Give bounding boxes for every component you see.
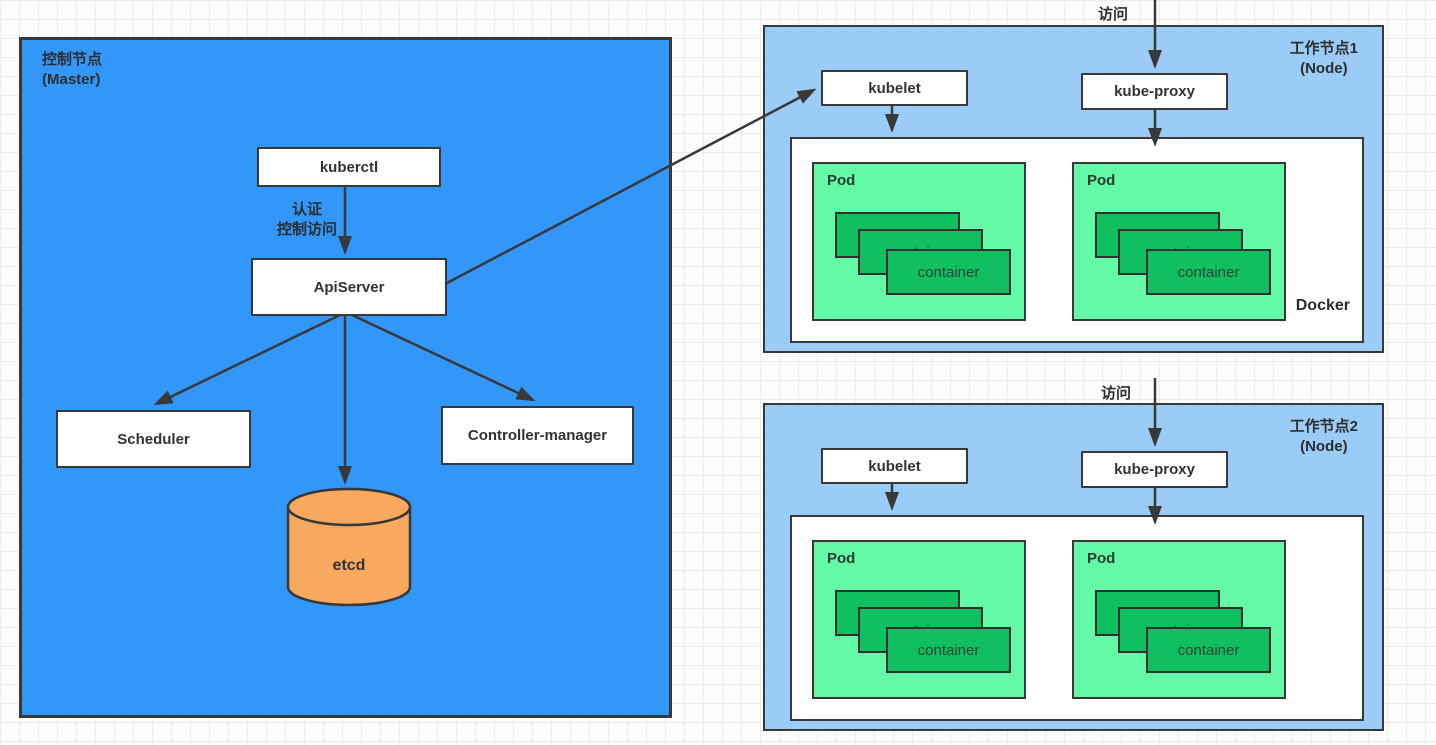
container-box: container: [1146, 249, 1271, 295]
worker-1-pod-2: Pod container container container: [1072, 162, 1286, 321]
master-title: 控制节点 (Master): [42, 50, 102, 89]
controller-manager-label: Controller-manager: [467, 427, 608, 444]
scheduler-label: Scheduler: [117, 430, 190, 448]
apiserver-node: ApiServer: [251, 258, 447, 316]
master-group: 控制节点 (Master) kuberctl 认证 控制访问 ApiServer…: [19, 37, 672, 718]
etcd-label: etcd: [332, 557, 366, 574]
worker-2-pod-2: Pod container container container: [1072, 540, 1286, 699]
container-box: container: [886, 627, 1011, 673]
container-box: container: [1146, 627, 1271, 673]
container-label: container: [1177, 641, 1240, 659]
worker-2-kubelet-node: kubelet: [821, 448, 968, 484]
worker-1-kube-proxy-label: kube-proxy: [1114, 83, 1195, 100]
container-label: container: [1177, 263, 1240, 281]
worker-2-pod-1-label: Pod: [827, 550, 856, 567]
worker-node-1-group: 工作节点1 (Node) kubelet kube-proxy Pod cont…: [763, 25, 1384, 353]
worker-1-pod-1-label: Pod: [827, 172, 856, 189]
worker-1-title-line1: 工作节点1: [1289, 40, 1358, 57]
worker-2-title: 工作节点2 (Node): [1290, 417, 1358, 456]
auth-edge-label: 认证 控制访问: [240, 200, 374, 241]
worker-1-title-line2: (Node): [1300, 59, 1348, 77]
container-label: container: [917, 263, 980, 281]
apiserver-label: ApiServer: [313, 278, 385, 296]
worker-2-docker-box: Pod container container container Pod co…: [790, 515, 1364, 721]
kuberctl-node: kuberctl: [257, 147, 441, 187]
worker-2-title-line2: (Node): [1300, 437, 1348, 455]
auth-edge-label-line1: 认证: [291, 201, 322, 218]
master-title-line2: (Master): [42, 70, 101, 88]
worker-1-title: 工作节点1 (Node): [1290, 39, 1358, 78]
worker-1-kubelet-node: kubelet: [821, 70, 968, 106]
worker-node-2-group: 工作节点2 (Node) kubelet kube-proxy Pod cont…: [763, 403, 1384, 731]
master-title-line1: 控制节点: [42, 51, 103, 68]
worker-1-docker-box: Pod container container container Pod co…: [790, 137, 1364, 343]
worker-2-kube-proxy-label: kube-proxy: [1114, 461, 1195, 478]
worker-1-docker-label: Docker: [1295, 297, 1350, 314]
worker-2-access-label: 访问: [1101, 385, 1132, 402]
database-cylinder-icon: [286, 487, 412, 607]
etcd-node: etcd: [286, 487, 412, 609]
container-label: container: [917, 641, 980, 659]
worker-2-pod-1: Pod container container container: [812, 540, 1026, 699]
scheduler-node: Scheduler: [56, 410, 251, 468]
worker-1-kubelet-label: kubelet: [868, 79, 921, 97]
worker-2-kubelet-label: kubelet: [868, 457, 921, 475]
worker-1-pod-1: Pod container container container: [812, 162, 1026, 321]
worker-2-kube-proxy-node: kube-proxy: [1081, 451, 1228, 488]
kuberctl-label: kuberctl: [319, 158, 379, 176]
worker-1-kube-proxy-node: kube-proxy: [1081, 73, 1228, 110]
worker-1-pod-2-label: Pod: [1087, 172, 1116, 189]
container-box: container: [886, 249, 1011, 295]
worker-2-title-line1: 工作节点2: [1289, 418, 1358, 435]
auth-edge-label-line2: 控制访问: [276, 221, 337, 239]
worker-1-access-label: 访问: [1098, 6, 1129, 23]
worker-2-pod-2-label: Pod: [1087, 550, 1116, 567]
controller-manager-node: Controller-manager: [441, 406, 634, 465]
